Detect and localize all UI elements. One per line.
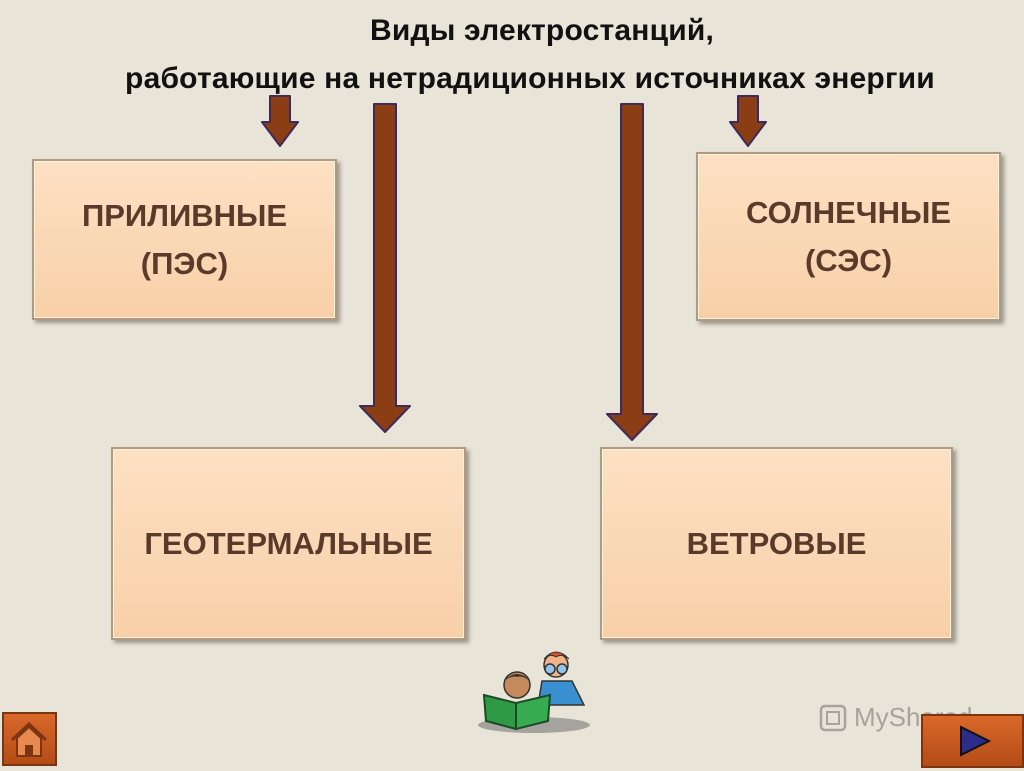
arrow-to-geothermal <box>359 103 411 433</box>
geothermal-label: ГЕОТЕРМАЛЬНЫЕ <box>144 525 433 561</box>
next-button[interactable] <box>921 714 1024 768</box>
wind-box: ВЕТРОВЫЕ <box>600 447 953 640</box>
wind-label: ВЕТРОВЫЕ <box>686 525 867 561</box>
home-icon <box>10 721 48 757</box>
arrow-to-tidal <box>261 95 299 147</box>
play-arrow-icon <box>960 725 992 757</box>
tidal-box: ПРИЛИВНЫЕ (ПЭС) <box>32 159 337 320</box>
solar-label: СОЛНЕЧНЫЕ <box>746 194 951 230</box>
arrow-to-wind <box>606 103 658 441</box>
arrow-to-solar <box>729 95 767 147</box>
tidal-abbr: (ПЭС) <box>140 245 229 281</box>
tidal-label: ПРИЛИВНЫЕ <box>81 197 288 233</box>
title-line-2: работающие на нетрадиционных источниках … <box>125 62 935 95</box>
solar-box: СОЛНЕЧНЫЕ (СЭС) <box>696 152 1001 321</box>
geothermal-box: ГЕОТЕРМАЛЬНЫЕ <box>111 447 466 640</box>
reading-kids-icon <box>478 651 590 733</box>
solar-abbr: (СЭС) <box>804 242 893 278</box>
home-button[interactable] <box>2 712 57 766</box>
title-line-1: Виды электростанций, <box>369 14 715 47</box>
watermark-logo-icon <box>819 704 847 731</box>
